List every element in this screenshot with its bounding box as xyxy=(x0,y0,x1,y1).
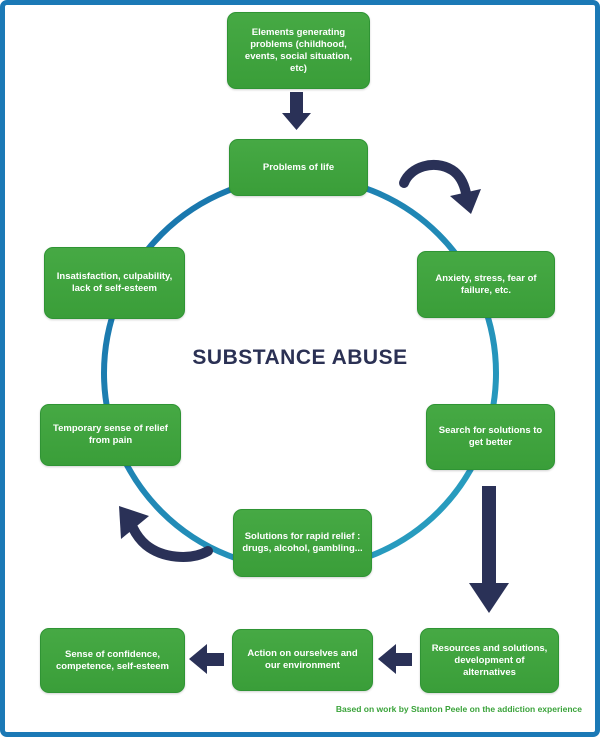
node-insatisfaction: Insatisfaction, culpability, lack of sel… xyxy=(44,247,185,319)
node-solutions-rapid-relief: Solutions for rapid relief : drugs, alco… xyxy=(233,509,372,577)
down-arrow-long-icon xyxy=(469,486,509,613)
node-label: Insatisfaction, culpability, lack of sel… xyxy=(56,271,173,294)
curved-arrow-up-left-icon xyxy=(119,506,213,562)
node-label: Resources and solutions, development of … xyxy=(431,642,548,678)
down-arrow-icon xyxy=(282,92,311,130)
node-label: Search for solutions to get better xyxy=(438,425,543,448)
node-label: Problems of life xyxy=(262,161,335,173)
node-anxiety-stress: Anxiety, stress, fear of failure, etc. xyxy=(417,251,555,318)
node-label: Action on ourselves and our environment xyxy=(247,648,358,671)
node-label: Temporary sense of relief from pain xyxy=(53,423,168,446)
node-resources-solutions: Resources and solutions, development of … xyxy=(420,628,559,693)
node-label: Anxiety, stress, fear of failure, etc. xyxy=(435,272,537,296)
curved-arrow-down-right-icon xyxy=(399,160,481,214)
node-elements-generating-problems: Elements generating problems (childhood,… xyxy=(227,12,370,89)
attribution-text: Based on work by Stanton Peele on the ad… xyxy=(335,704,582,714)
diagram-title: SUBSTANCE ABUSE xyxy=(192,346,408,369)
node-sense-of-confidence: Sense of confidence, competence, self-es… xyxy=(40,628,185,693)
node-label: Solutions for rapid relief : drugs, alco… xyxy=(242,531,363,554)
node-label: Elements generating problems (childhood,… xyxy=(244,26,353,74)
node-action-ourselves: Action on ourselves and our environment xyxy=(232,629,373,691)
left-arrow-icon xyxy=(189,644,224,674)
node-problems-of-life: Problems of life xyxy=(229,139,368,196)
left-arrow-icon xyxy=(378,644,412,674)
node-search-for-solutions: Search for solutions to get better xyxy=(426,404,555,470)
node-temporary-relief: Temporary sense of relief from pain xyxy=(40,404,181,466)
node-label: Sense of confidence, competence, self-es… xyxy=(56,648,169,672)
